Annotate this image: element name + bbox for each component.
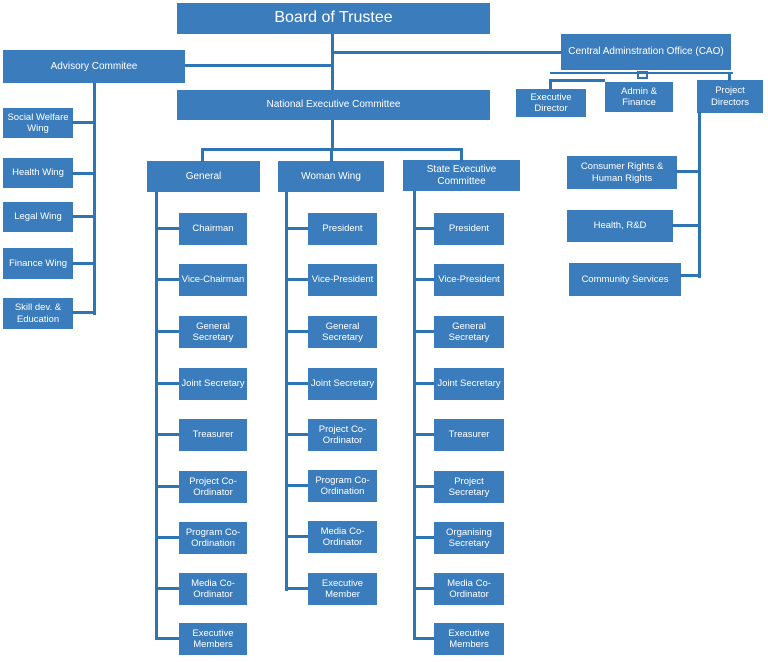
connector-line: [285, 192, 288, 591]
org-node: Vice-President: [308, 264, 377, 296]
connector-line: [460, 148, 463, 162]
org-node: Organising Secretary: [434, 522, 504, 554]
org-node: Joint Secretary: [434, 368, 504, 400]
org-node: Project Co-Ordinator: [179, 471, 247, 503]
org-node: Media Co-Ordinator: [434, 573, 504, 605]
org-node: Project Co-Ordinator: [308, 419, 377, 451]
connector-line: [72, 262, 95, 265]
project-unit-node: Community Services: [569, 263, 681, 296]
connector-line: [72, 121, 95, 124]
connector-line: [155, 192, 158, 640]
connector-line: [414, 637, 434, 640]
org-node: Media Co-Ordinator: [308, 521, 377, 553]
connector-line: [676, 170, 699, 173]
connector-line: [414, 330, 434, 333]
connector-line: [680, 274, 699, 277]
connector-line: [286, 535, 308, 538]
connector-line: [414, 382, 434, 385]
connector-line: [333, 51, 561, 54]
org-node: Vice-Chairman: [179, 264, 247, 296]
connector-line: [414, 536, 434, 539]
org-node: General Secretary: [179, 316, 247, 348]
connector-line: [330, 148, 333, 162]
org-node: Joint Secretary: [179, 368, 247, 400]
connector-line: [156, 485, 179, 488]
org-node: Executive Members: [434, 623, 504, 655]
project-unit-node: Health, R&D: [567, 210, 673, 242]
admin-finance-node: Admin & Finance: [605, 82, 673, 112]
connector-line: [414, 278, 434, 281]
connector-line: [286, 587, 308, 590]
connector-line: [414, 485, 434, 488]
org-node: President: [308, 213, 377, 245]
wing-node: Finance Wing: [3, 248, 73, 279]
org-node: Treasurer: [179, 419, 247, 451]
org-node: Executive Members: [179, 623, 247, 655]
board-of-trustee-node: Board of Trustee: [177, 3, 490, 34]
advisory-committee-node: Advisory Commitee: [3, 50, 185, 83]
connector-line: [413, 191, 416, 640]
connector-line: [414, 227, 434, 230]
connector-line: [156, 536, 179, 539]
org-node: Project Secretary: [434, 471, 504, 503]
connector-line: [201, 148, 204, 162]
connector-line: [331, 120, 334, 150]
connector-line: [414, 587, 434, 590]
project-unit-node: Consumer Rights & Human Rights: [567, 156, 677, 189]
column-header-state-executive: State Executive Committee: [403, 160, 520, 191]
connector-line: [549, 79, 552, 90]
wing-node: Social Welfare Wing: [3, 108, 73, 138]
wing-node: Health Wing: [3, 158, 73, 188]
central-administration-office-node: Central Adminstration Office (CAO): [561, 34, 731, 70]
connector-line: [549, 79, 605, 82]
connector-line: [331, 34, 334, 90]
connector-line: [156, 278, 179, 281]
connector-line: [72, 172, 95, 175]
org-node: Program Co-Ordination: [308, 470, 377, 502]
connector-line: [156, 330, 179, 333]
connector-line: [156, 637, 179, 640]
connector-line: [72, 311, 95, 314]
connector-line: [286, 433, 308, 436]
connector-line: [286, 227, 308, 230]
connector-line: [156, 382, 179, 385]
connector-line: [93, 83, 96, 315]
executive-director-node: Executive Director: [516, 89, 586, 117]
connector-line: [414, 433, 434, 436]
wing-node: Skill dev. & Education: [3, 298, 73, 329]
wing-node: Legal Wing: [3, 202, 73, 232]
org-node: Treasurer: [434, 419, 504, 451]
org-node: Joint Secretary: [308, 368, 377, 400]
column-header-woman-wing: Woman Wing: [278, 161, 384, 192]
national-executive-committee-node: National Executive Committee: [177, 90, 490, 120]
column-header-general: General: [147, 161, 260, 192]
connector-line: [286, 278, 308, 281]
connector-line: [286, 382, 308, 385]
org-node: Executive Member: [308, 573, 377, 605]
connector-line: [156, 587, 179, 590]
project-directors-node: Project Directors: [697, 80, 763, 113]
connector-line: [550, 72, 733, 74]
org-node: Media Co-Ordinator: [179, 573, 247, 605]
org-node: Vice-President: [434, 264, 504, 296]
org-node: General Secretary: [434, 316, 504, 348]
connector-line: [672, 224, 699, 227]
connector-line: [286, 330, 308, 333]
connector-line: [156, 227, 179, 230]
connector-line: [156, 433, 179, 436]
connector-line: [286, 484, 308, 487]
org-node: Chairman: [179, 213, 247, 245]
connector-line: [728, 74, 731, 81]
org-node: President: [434, 213, 504, 245]
org-node: General Secretary: [308, 316, 377, 348]
org-node: Program Co-Ordination: [179, 522, 247, 554]
connector-line: [185, 64, 334, 67]
connector-line: [72, 215, 95, 218]
connector-line: [698, 112, 701, 278]
